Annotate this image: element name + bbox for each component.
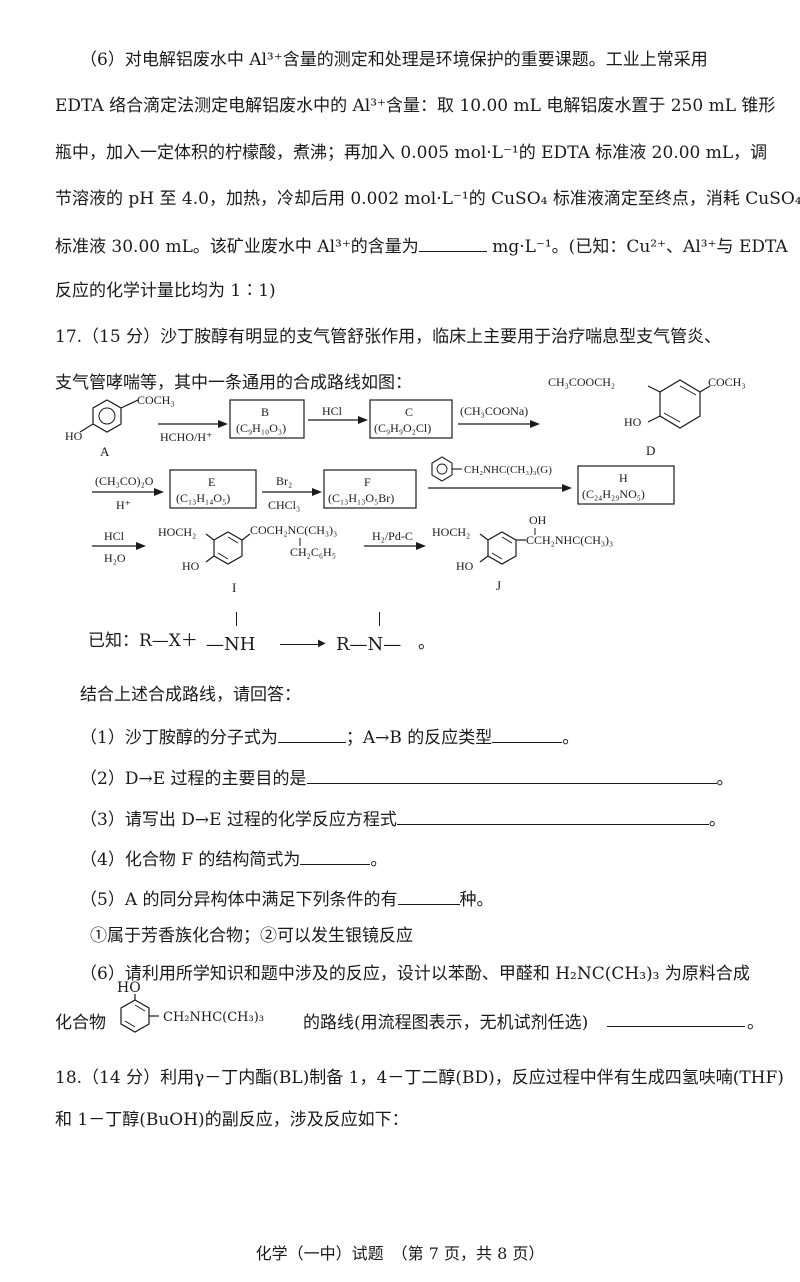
svg-text:CH₂C₆H₅: CH₂C₆H₅ (290, 545, 336, 559)
answer-blank[interactable] (492, 724, 563, 743)
arrow-d-e: (CH₃CO)₂O H⁺ (92, 474, 164, 512)
q17-sub1: （1）沙丁胺醇的分子式为；A→B 的反应类型。 (80, 724, 785, 750)
q17-sub4: （4）化合物 F 的结构简式为。 (80, 846, 785, 872)
q17-sub2: （2）D→E 过程的主要目的是。 (80, 765, 785, 791)
arrow-c-d: (CH₃COONa) (458, 404, 540, 428)
arrow-i-j: H₂/Pd-C (364, 529, 426, 550)
svg-text:(C₉H₁₀O₃): (C₉H₁₀O₃) (236, 421, 286, 435)
svg-text:D: D (646, 443, 655, 458)
svg-text:I: I (232, 580, 236, 595)
compound-b-box: B (C₉H₁₀O₃) (229, 399, 305, 439)
svg-text:(CH₃COONa): (CH₃COONa) (460, 404, 528, 418)
q17-sub3: （3）请写出 D→E 过程的化学反应方程式。 (80, 806, 785, 832)
page-footer: 化学（一中）试题 （第 7 页，共 8 页） (255, 1244, 545, 1263)
svg-text:CH₃COOCH₂: CH₃COOCH₂ (548, 375, 615, 389)
svg-text:(CH₃CO)₂O: (CH₃CO)₂O (95, 474, 154, 488)
answer-blank[interactable] (418, 233, 487, 252)
q17-sub6-line2: HO 化合物 CH₂NHC(CH₃)₃ 的路线(用流程图表示，无机试剂任选) 。 (55, 980, 775, 1040)
answer-blank[interactable] (607, 1008, 745, 1027)
compound-d: CH₃COOCH₂ COCH₃ HO D (548, 375, 746, 458)
known-reaction: 已知：R—X＋ —NH ▶ R—N— 。 (88, 606, 488, 662)
compound-c-box: C (C₉H₉O₂Cl) (369, 399, 453, 439)
answer-blank[interactable] (396, 806, 709, 825)
bond-line (236, 612, 237, 626)
answer-blank[interactable] (277, 724, 346, 743)
q16-line-1: （6）对电解铝废水中 Al³⁺含量的测定和处理是环境保护的重要课题。工业上常采用 (80, 50, 708, 70)
compound-j: HOCH₂ OH CCH₂NHC(CH₃)₃ HO J (432, 513, 613, 593)
svg-text:H: H (619, 471, 628, 485)
q16-line-5a: 标准液 30.00 mL。该矿业废水中 Al³⁺的含量为 (55, 237, 419, 257)
q18-line-2: 和 1－丁醇(BuOH)的副反应，涉及反应如下： (55, 1110, 409, 1130)
svg-text:H₂O: H₂O (104, 551, 126, 565)
svg-text:CHCl₃: CHCl₃ (268, 498, 300, 512)
svg-text:(C₂₄H₂₉NO₅): (C₂₄H₂₉NO₅) (582, 487, 645, 501)
benzene-ring-icon (120, 994, 159, 1033)
q17-intro: 结合上述合成路线，请回答： (80, 685, 301, 705)
svg-text:COCH₃: COCH₃ (708, 375, 746, 389)
a-substituent: COCH₃ (137, 393, 175, 407)
svg-text:HO: HO (624, 415, 642, 429)
q18-line-1: 18.（14 分）利用γ－丁内酯(BL)制备 1，4－丁二醇(BD)，反应过程中… (55, 1068, 784, 1088)
svg-text:B: B (261, 405, 269, 419)
q17-header-2: 支气管哮喘等，其中一条通用的合成路线如图： (55, 373, 412, 393)
svg-text:HCHO/H⁺: HCHO/H⁺ (160, 430, 212, 444)
arrow-h-i: HCl H₂O (92, 529, 146, 565)
answer-blank[interactable] (397, 886, 460, 905)
bond-line (379, 612, 380, 626)
svg-text:COCH₂NC(CH₃)₃: COCH₂NC(CH₃)₃ (250, 523, 337, 537)
arrow-a-b: HCHO/H⁺ (158, 420, 228, 444)
answer-blank[interactable] (300, 846, 371, 865)
arrow-f-h: CH₂NHC(CH₃)₃(G) (428, 456, 572, 492)
q16-line-4: 节溶液的 pH 至 4.0，加热，冷却后用 0.002 mol·L⁻¹的 CuS… (55, 189, 800, 209)
svg-text:(C₁₃H₁₃O₅Br): (C₁₃H₁₃O₅Br) (328, 491, 394, 505)
svg-text:CH₂NHC(CH₃)₃(G): CH₂NHC(CH₃)₃(G) (464, 464, 552, 476)
arrow-b-c: HCl (308, 404, 368, 424)
compound-f-box: F (C₁₃H₁₃O₅Br) (323, 469, 417, 509)
svg-text:HOCH₂: HOCH₂ (158, 525, 196, 539)
svg-text:HOCH₂: HOCH₂ (432, 525, 470, 539)
compound-a: COCH₃ HO A (65, 393, 175, 459)
svg-text:J: J (496, 578, 501, 593)
q17-sub5-conditions: ①属于芳香族化合物；②可以发生银镜反应 (90, 926, 413, 946)
svg-text:CCH₂NHC(CH₃)₃: CCH₂NHC(CH₃)₃ (526, 533, 613, 547)
svg-text:(C₉H₉O₂Cl): (C₉H₉O₂Cl) (374, 421, 431, 435)
q16-line-5b: mg·L⁻¹。(已知：Cu²⁺、Al³⁺与 EDTA (486, 237, 788, 257)
svg-text:Br₂: Br₂ (276, 474, 292, 488)
svg-text:H₂/Pd-C: H₂/Pd-C (372, 529, 413, 543)
svg-text:OH: OH (529, 513, 547, 527)
q16-line-5: 标准液 30.00 mL。该矿业废水中 Al³⁺的含量为 mg·L⁻¹。(已知：… (55, 233, 788, 259)
q17-sub6: （6）请利用所学知识和题中涉及的反应，设计以苯酚、甲醛和 H₂NC(CH₃)₃ … (80, 964, 750, 984)
svg-text:(C₁₃H₁₄O₅): (C₁₃H₁₄O₅) (176, 491, 230, 505)
reaction-arrow (280, 644, 320, 645)
svg-text:F: F (364, 475, 371, 489)
q17-header: 17.（15 分）沙丁胺醇有明显的支气管舒张作用，临床上主要用于治疗喘息型支气管… (55, 327, 722, 347)
svg-text:HCl: HCl (322, 404, 343, 418)
q16-line-2: EDTA 络合滴定法测定电解铝废水中的 Al³⁺含量：取 10.00 mL 电解… (55, 96, 776, 116)
compound-i: HOCH₂ COCH₂NC(CH₃)₃ CH₂C₆H₅ HO I (158, 523, 337, 595)
svg-text:H⁺: H⁺ (116, 498, 131, 512)
svg-text:HO: HO (182, 559, 200, 573)
compound-e-box: E (C₁₃H₁₄O₅) (169, 469, 257, 509)
compound-h-box: H (C₂₄H₂₉NO₅) (577, 465, 675, 505)
svg-text:C: C (405, 405, 413, 419)
q16-line-3: 瓶中，加入一定体积的柠檬酸，煮沸；再加入 0.005 mol·L⁻¹的 EDTA… (55, 143, 768, 163)
synthesis-scheme: COCH₃ HO A HCHO/H⁺ B (C₉H₁₀O₃) HCl C (C₉… (65, 375, 746, 595)
svg-text:HCl: HCl (104, 529, 125, 543)
answer-blank[interactable] (306, 765, 717, 784)
arrow-e-f: Br₂ CHCl₃ (262, 474, 322, 512)
q16-line-6: 反应的化学计量比均为 1∶1) (55, 281, 276, 301)
svg-text:HO: HO (456, 559, 474, 573)
q17-sub5: （5）A 的同分异构体中满足下列条件的有种。 (80, 886, 785, 912)
svg-text:E: E (208, 475, 215, 489)
a-label: A (100, 444, 110, 459)
a-hydroxy: HO (65, 429, 83, 443)
target-hydroxy: HO (117, 980, 141, 996)
